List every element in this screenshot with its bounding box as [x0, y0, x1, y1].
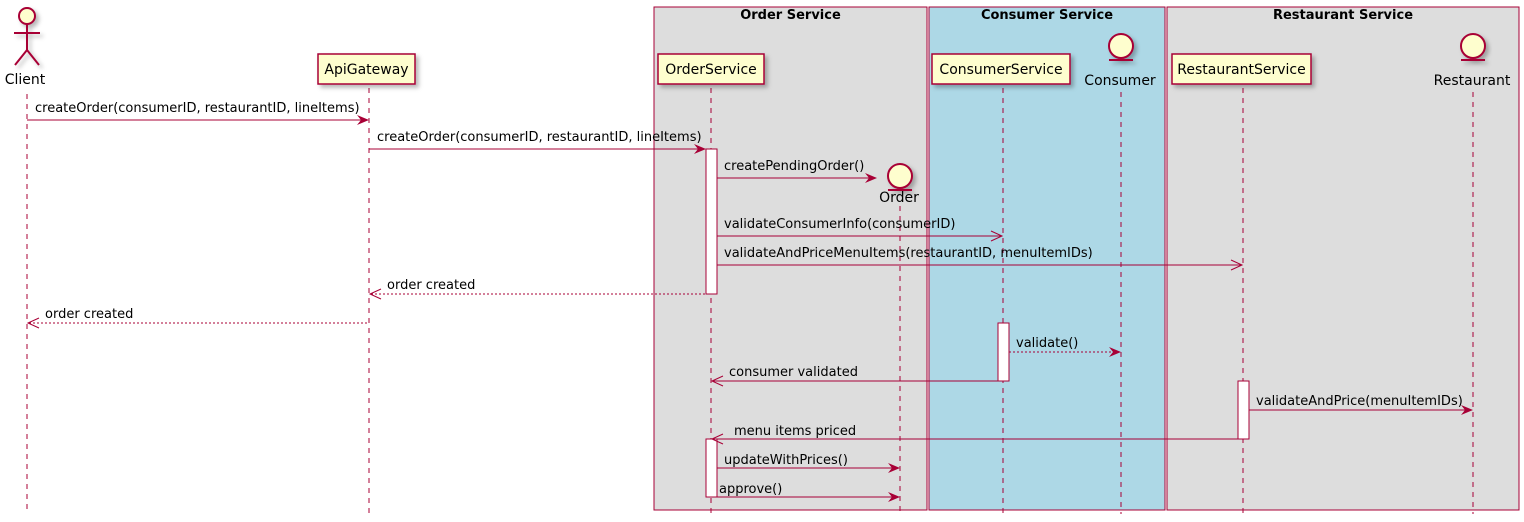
message-label: consumer validated [729, 365, 858, 380]
participant-label-orderservice: OrderService [665, 62, 757, 78]
participant-consumer: Consumer [1084, 33, 1156, 89]
message-validate: validate() [1009, 336, 1121, 357]
participant-restaurant: Restaurant [1434, 33, 1511, 89]
activation-orderservice-2 [705, 438, 718, 498]
arrowhead-filled-icon [888, 463, 900, 473]
arrowhead-open-icon [710, 433, 724, 445]
message-create-order-gateway: createOrder(consumerID, restaurantID, li… [369, 130, 706, 154]
message-label: createPendingOrder() [724, 159, 864, 174]
participant-orderservice: OrderService [657, 53, 765, 85]
message-label: validateAndPrice(menuItemIDs) [1256, 394, 1463, 409]
participant-order: Order [879, 163, 919, 206]
messages: createOrder(consumerID, restaurantID, li… [26, 101, 1473, 502]
participant-consumerservice: ConsumerService [931, 53, 1071, 85]
participant-client: Client [5, 7, 46, 88]
participant-label-consumerservice: ConsumerService [939, 62, 1062, 78]
participant-label-order: Order [879, 190, 919, 206]
message-consumer-validated: consumer validated [710, 365, 998, 387]
participant-label-restaurant: Restaurant [1434, 73, 1511, 89]
message-approve: approve() [717, 482, 900, 502]
arrowhead-filled-icon [357, 115, 369, 125]
participant-apigateway: ApiGateway [317, 53, 416, 85]
arrowhead-filled-icon [1109, 347, 1121, 357]
message-label: menu items priced [734, 424, 856, 439]
entity-consumer-icon [1108, 33, 1134, 61]
message-validate-consumer-info: validateConsumerInfo(consumerID) [717, 217, 1004, 242]
arrowhead-open-icon [990, 230, 1004, 242]
message-create-order-client: createOrder(consumerID, restaurantID, li… [27, 101, 369, 125]
participant-label-restaurantservice: RestaurantService [1177, 62, 1305, 78]
message-menu-items-priced: menu items priced [710, 424, 1238, 445]
arrowhead-filled-icon [888, 492, 900, 502]
participant-label-client: Client [5, 72, 46, 88]
message-label: createOrder(consumerID, restaurantID, li… [35, 101, 360, 116]
message-validate-and-price-menu-items: validateAndPriceMenuItems(restaurantID, … [717, 246, 1244, 271]
message-label: order created [387, 278, 475, 293]
message-label: order created [45, 307, 133, 322]
box-title-restaurant-service: Restaurant Service [1273, 8, 1413, 23]
box-order-service: Order Service [653, 6, 928, 511]
arrowhead-open-icon [1230, 259, 1244, 271]
arrowhead-filled-icon [1461, 405, 1473, 415]
actor-stickman-icon [14, 7, 40, 66]
activation-restaurantservice [1237, 380, 1250, 440]
participant-label-apigateway: ApiGateway [324, 62, 408, 78]
arrowhead-open-icon [710, 375, 724, 387]
entity-order-icon [887, 163, 913, 191]
message-label: updateWithPrices() [724, 453, 848, 468]
message-label: validateConsumerInfo(consumerID) [724, 217, 955, 232]
participant-label-consumer: Consumer [1084, 73, 1156, 89]
box-restaurant-service: Restaurant Service [1166, 6, 1520, 511]
message-label: approve() [719, 482, 782, 497]
message-order-created-reply-client: order created [26, 307, 369, 329]
message-label: validateAndPriceMenuItems(restaurantID, … [724, 246, 1093, 261]
activation-orderservice-1 [705, 148, 718, 295]
message-order-created-reply-gateway: order created [368, 278, 706, 300]
box-title-consumer-service: Consumer Service [981, 8, 1113, 23]
arrowhead-filled-icon [694, 144, 706, 154]
message-label: createOrder(consumerID, restaurantID, li… [377, 130, 702, 145]
participant-restaurantservice: RestaurantService [1171, 53, 1312, 85]
arrowhead-filled-icon [865, 173, 877, 183]
box-consumer-service: Consumer Service [928, 6, 1166, 511]
activations [705, 148, 1250, 498]
arrowhead-open-icon [26, 317, 40, 329]
message-validate-and-price: validateAndPrice(menuItemIDs) [1249, 394, 1473, 415]
message-create-pending-order: createPendingOrder() [717, 159, 877, 183]
box-title-order-service: Order Service [740, 8, 841, 23]
arrowhead-open-icon [368, 288, 382, 300]
entity-restaurant-icon [1460, 33, 1486, 61]
message-update-with-prices: updateWithPrices() [717, 453, 900, 473]
activation-consumerservice [997, 322, 1010, 382]
message-label: validate() [1016, 336, 1078, 351]
